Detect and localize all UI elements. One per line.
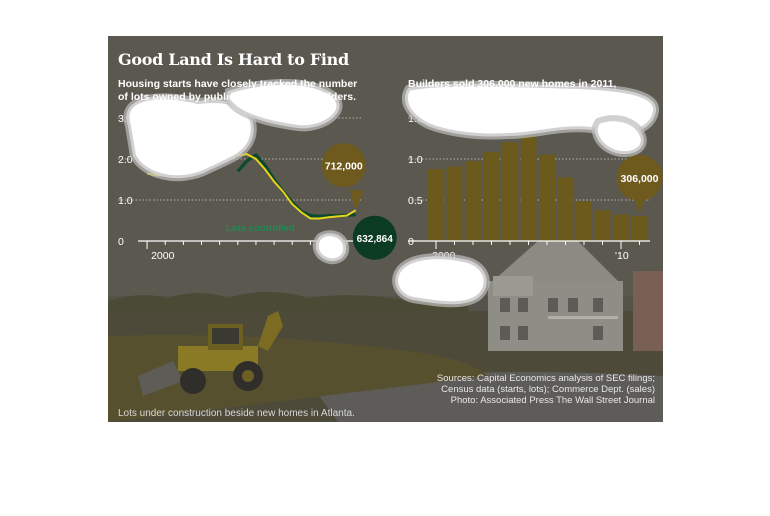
sales-bar <box>613 214 629 241</box>
lots-end-label: 632,864 <box>357 234 394 245</box>
right-y-tick-label: 0.5 <box>408 195 423 207</box>
sales-bar <box>502 142 518 241</box>
sources-note: Sources: Capital Economics analysis of S… <box>437 373 655 406</box>
sales-bar <box>576 201 592 241</box>
source-line: Census data (starts, lots); Commerce Dep… <box>441 384 655 395</box>
photo-caption: Lots under construction beside new homes… <box>118 408 355 419</box>
sales-bar <box>483 151 500 241</box>
sales-bar <box>465 161 481 241</box>
sales-bar <box>594 210 611 241</box>
left-subtitle-line: Housing starts have closely tracked the … <box>118 78 358 90</box>
right-subtitle-line: the lowest level on record. <box>408 91 540 103</box>
backhoe-photo <box>138 311 283 396</box>
sales-bar <box>557 177 574 241</box>
lots-controlled-legend: Lots controlled <box>226 223 295 234</box>
house-photo <box>488 241 663 351</box>
source-line: Photo: Associated Press The Wall Street … <box>450 395 655 406</box>
left-subtitle: Housing starts have closely tracked the … <box>118 78 357 104</box>
starts-end-bubble <box>321 143 366 188</box>
sales-bar <box>446 166 463 241</box>
sales-end-bubble <box>616 154 663 201</box>
sales-bar <box>520 135 537 241</box>
left-y-tick-label: 2.0 <box>118 154 133 166</box>
page-title: Good Land Is Hard to Find <box>118 50 349 69</box>
right-subtitle-line: Builders sold 306,000 new homes in 2011, <box>408 78 617 90</box>
sales-end-label: 306,000 <box>621 173 659 185</box>
left-y-tick-label: 1.0 <box>118 195 133 207</box>
source-line: Sources: Capital Economics analysis of S… <box>436 373 655 384</box>
left-subtitle-line: of lots owned by publicly traded home bu… <box>118 91 357 103</box>
left-y-tick-label: 0 <box>118 236 124 248</box>
right-y-tick-label: 0 <box>408 236 414 248</box>
starts-bubble-pointer <box>349 190 364 211</box>
right-x-tick-label: '10 <box>615 250 629 262</box>
sales-bubble-pointer <box>633 197 646 214</box>
sales-bar <box>631 215 648 241</box>
sales-bar <box>428 169 444 241</box>
sales-bar <box>539 154 555 241</box>
lots-end-bubble <box>352 215 397 260</box>
left-x-tick-label: 2000 <box>151 250 175 262</box>
right-subtitle: Builders sold 306,000 new homes in 2011,… <box>408 78 616 104</box>
starts-end-label: 712,000 <box>325 160 363 172</box>
white-smudges <box>123 79 659 308</box>
right-y-tick-label: 1.0 <box>408 154 423 166</box>
